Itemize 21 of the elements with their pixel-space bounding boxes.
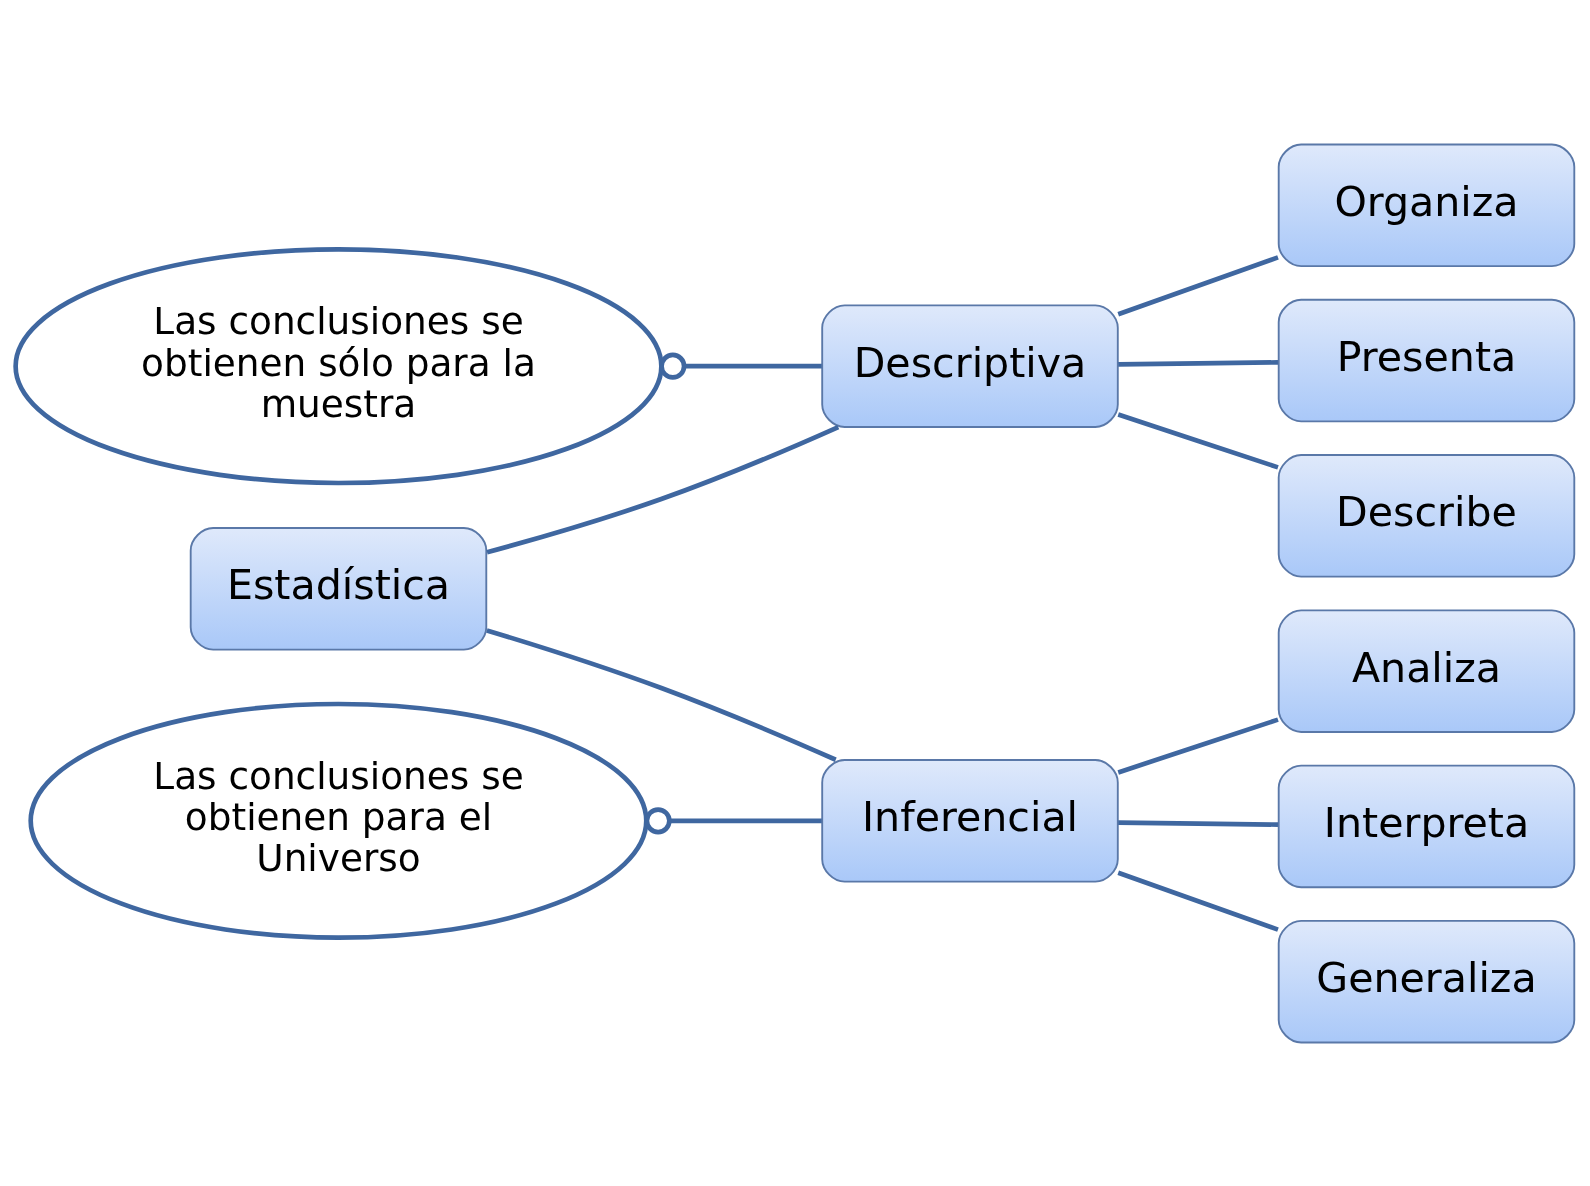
node-box: Estadística	[189, 526, 488, 651]
node-box: Presenta	[1277, 298, 1576, 422]
connector	[1117, 870, 1279, 932]
connector	[1118, 819, 1278, 827]
node-ellipse: Las conclusiones se obtienen para el Universo	[28, 701, 649, 940]
node-box: Describe	[1277, 453, 1576, 578]
node-box: Organiza	[1277, 143, 1576, 267]
connector	[1117, 254, 1279, 316]
connector	[1118, 359, 1278, 367]
connector	[1117, 716, 1279, 775]
node-ellipse: Las conclusiones se obtienen sólo para la muestra	[13, 246, 664, 485]
connector	[659, 352, 822, 380]
node-box: Inferencial	[821, 758, 1119, 883]
node-box: Interpreta	[1277, 764, 1576, 888]
connector	[486, 627, 837, 762]
connector	[1117, 411, 1279, 470]
node-box: Descriptiva	[821, 303, 1119, 428]
node-box: Analiza	[1277, 608, 1576, 733]
connector	[644, 806, 822, 834]
node-box: Generaliza	[1277, 919, 1576, 1043]
connector	[486, 424, 840, 555]
